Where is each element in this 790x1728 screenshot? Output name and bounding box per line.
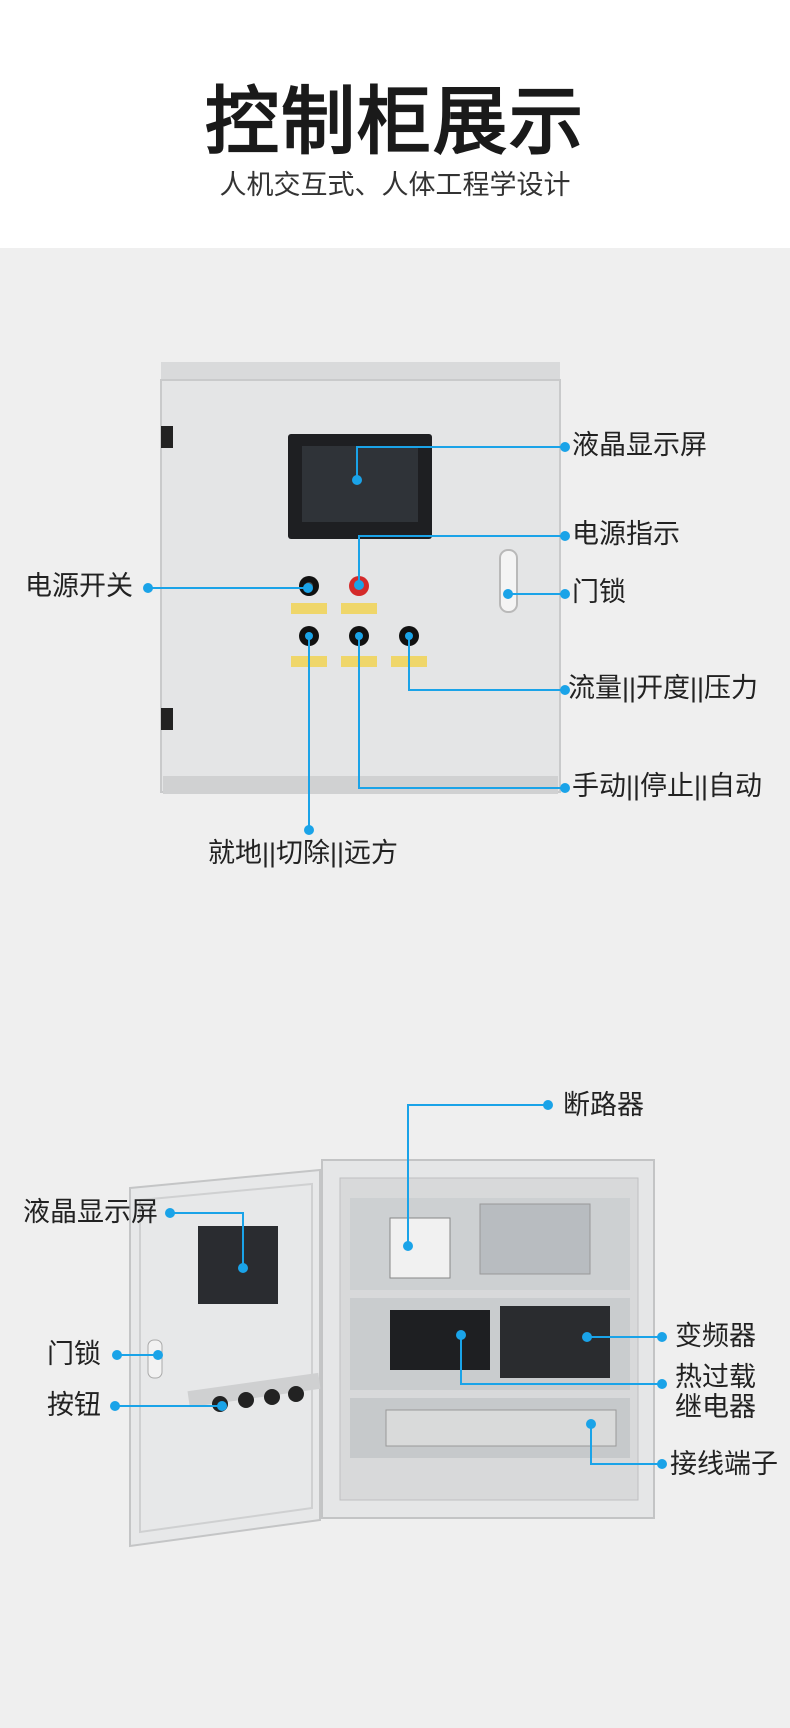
- label-thermal-relay-line1: 热过载: [675, 1362, 756, 1392]
- label-local-cut-remote: 就地||切除||远方: [208, 838, 399, 868]
- label-lcd-screen: 液晶显示屏: [572, 430, 707, 460]
- label-button: 按钮: [47, 1390, 101, 1420]
- label-power-switch: 电源开关: [25, 571, 133, 601]
- label-circuit-breaker: 断路器: [563, 1090, 644, 1120]
- header-band: 控制柜展示 人机交互式、人体工程学设计: [0, 0, 790, 248]
- label-inverter: 变频器: [675, 1321, 756, 1351]
- door-handle: [499, 549, 518, 613]
- label-manual-stop-auto: 手动||停止||自动: [572, 771, 763, 801]
- label-flow-open-pressure: 流量||开度||压力: [568, 673, 759, 703]
- door-hmi: [198, 1226, 278, 1304]
- label-door-lock-inside: 门锁: [47, 1339, 101, 1369]
- label-door-lcd-screen: 液晶显示屏: [23, 1197, 158, 1227]
- page-subtitle: 人机交互式、人体工程学设计: [219, 170, 571, 200]
- label-door-lock: 门锁: [572, 577, 626, 607]
- label-terminal-block: 接线端子: [670, 1449, 778, 1479]
- label-power-indicator: 电源指示: [572, 519, 680, 549]
- label-thermal-relay-line2: 继电器: [675, 1392, 756, 1422]
- page-title: 控制柜展示: [205, 80, 585, 163]
- front-cabinet: [160, 362, 561, 794]
- inside-cabinet: [129, 1159, 655, 1548]
